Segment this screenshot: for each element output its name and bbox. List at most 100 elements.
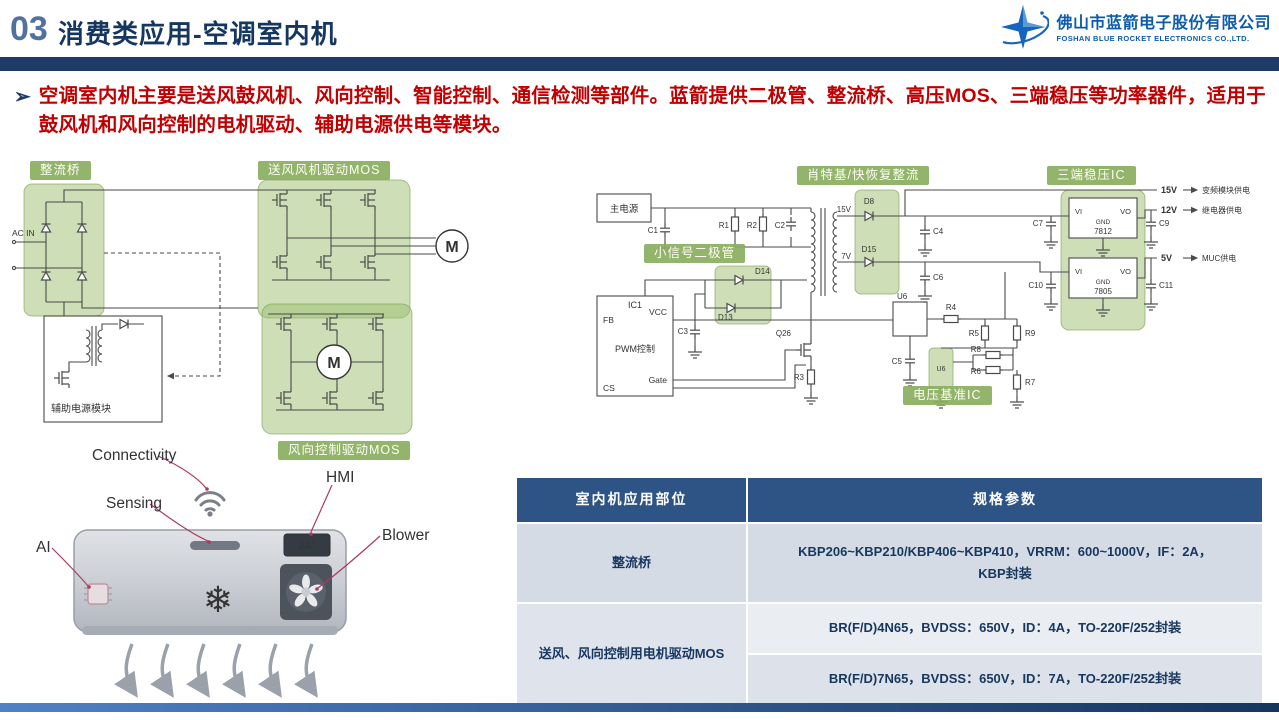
- d14-label: D14: [755, 267, 770, 276]
- spec-table: 室内机应用部位 规格参数 整流桥 KBP206~KBP210/KBP406~KB…: [517, 478, 1262, 704]
- chip-vref: 电压基准IC: [903, 386, 992, 405]
- c6-label: C6: [933, 273, 944, 282]
- ac-unit-body: 24° ❄: [73, 529, 347, 635]
- motor1-label: M: [445, 239, 458, 256]
- r3-label: R3: [794, 373, 805, 382]
- rail-5v: 5V: [1161, 253, 1172, 263]
- chip-blower-mos: 送风风机驱动MOS: [258, 161, 391, 180]
- ai-label: AI: [36, 539, 51, 556]
- v7-in-label: 7V: [841, 252, 851, 261]
- reg1-vi: VI: [1075, 207, 1082, 216]
- rail-12v: 12V: [1161, 205, 1177, 215]
- aux-power-module: 辅助电源模块: [43, 315, 163, 423]
- r6-label: R6: [971, 367, 982, 376]
- d13-label: D13: [718, 313, 733, 322]
- left-circuit-wires: [11, 189, 436, 411]
- r7-label: R7: [1025, 378, 1036, 387]
- motor2-label: M: [327, 355, 340, 372]
- aux-module-label: 辅助电源模块: [51, 402, 111, 415]
- company-name-en: FOSHAN BLUE ROCKET ELECTRONICS CO.,LTD.: [1056, 34, 1250, 44]
- v15-in-label: 15V: [837, 205, 852, 214]
- table-header-spec: 规格参数: [748, 478, 1262, 522]
- r4-label: R4: [946, 303, 957, 312]
- u6-label: U6: [897, 292, 908, 301]
- right-circuit-diagram: 主电源 C1 R1 R2 C2 15V 7V D8 D15 D14 D13 Q2…: [596, 185, 1250, 409]
- table-row1-spec: KBP206~KBP210/KBP406~KBP410，VRRM：600~100…: [748, 524, 1262, 602]
- ic1-label: IC1: [628, 300, 642, 310]
- reg1-num: 7812: [1094, 227, 1112, 236]
- chip-regulator: 三端稳压IC: [1047, 166, 1136, 185]
- ai-chip-icon: [84, 583, 112, 605]
- table-row2-spec-a: BR(F/D)4N65，BVDSS：650V，ID：4A，TO-220F/252…: [748, 604, 1262, 653]
- c7-label: C7: [1033, 219, 1044, 228]
- q26-label: Q26: [776, 329, 792, 338]
- r1-label: R1: [719, 221, 730, 230]
- c2-label: C2: [775, 221, 786, 230]
- page-title: 消费类应用-空调室内机: [58, 19, 338, 49]
- c11-label: C11: [1159, 281, 1174, 290]
- snowflake-icon: ❄: [203, 579, 233, 620]
- ac-unit-illustration: 24° ❄: [36, 447, 429, 698]
- rail-15v-load: 变频模块供电: [1202, 185, 1250, 195]
- cs-pin: CS: [603, 383, 615, 393]
- c1-label: C1: [648, 226, 659, 235]
- chip-small-signal: 小信号二极管: [644, 244, 746, 263]
- intro-text: 空调室内机主要是送风鼓风机、风向控制、智能控制、通信检测等部件。蓝箭提供二极管、…: [38, 85, 1266, 137]
- table-header-part: 室内机应用部位: [517, 478, 746, 522]
- reg1-gnd: GND: [1096, 219, 1111, 226]
- r9-label: R9: [1025, 329, 1036, 338]
- reg2-vo: VO: [1120, 267, 1131, 276]
- reg1-vo: VO: [1120, 207, 1131, 216]
- left-circuit-diagram: 辅助电源模块 M M AC IN: [11, 179, 469, 435]
- rocket-star-icon: [1001, 5, 1050, 49]
- callout-labels: Connectivity Sensing AI HMI Blower: [36, 447, 429, 556]
- table-row2-spec-b: BR(F/D)7N65，BVDSS：650V，ID：7A，TO-220F/252…: [748, 655, 1262, 704]
- fan-blade-icon: [286, 572, 326, 612]
- r5-label: R5: [969, 329, 980, 338]
- c9-label: C9: [1159, 219, 1170, 228]
- chip-schottky: 肖特基/快恢复整流: [797, 166, 930, 185]
- title-underline-bar: [0, 57, 1279, 71]
- r8-label: R8: [971, 345, 982, 354]
- fb-pin: FB: [603, 315, 614, 325]
- sensing-label: Sensing: [106, 495, 162, 512]
- c3-label: C3: [678, 327, 689, 336]
- table-row2-part: 送风、风向控制用电机驱动MOS: [517, 604, 746, 704]
- chip-direction-mos: 风向控制驱动MOS: [278, 441, 411, 460]
- chip-rectifier: 整流桥: [30, 161, 91, 180]
- component-boxes: [596, 193, 1138, 397]
- r2-label: R2: [747, 221, 758, 230]
- c10-label: C10: [1028, 281, 1043, 290]
- vcc-pin: VCC: [649, 307, 667, 317]
- c5-label: C5: [892, 357, 903, 366]
- right-circuit-labels: 主电源 C1 R1 R2 C2 15V 7V D8 D15 D14 D13 Q2…: [603, 185, 1250, 393]
- callout-leaders: [51, 455, 381, 591]
- motor-icons: M M: [316, 229, 469, 380]
- pwm-pin: PWM控制: [615, 343, 655, 354]
- d8-label: D8: [864, 197, 875, 206]
- bottom-accent-bar: [0, 703, 1279, 712]
- rail-5v-load: MUC供电: [1202, 253, 1236, 263]
- company-name-cn: 佛山市蓝箭电子股份有限公司: [1056, 15, 1271, 33]
- gate-pin: Gate: [649, 375, 668, 385]
- main-power-label: 主电源: [610, 203, 639, 215]
- temp-display: 24°: [299, 540, 316, 552]
- rail-12v-load: 继电器供电: [1202, 205, 1242, 215]
- blower-label: Blower: [382, 527, 429, 544]
- company-logo: 佛山市蓝箭电子股份有限公司 FOSHAN BLUE ROCKET ELECTRO…: [997, 4, 1271, 54]
- reg2-gnd: GND: [1096, 279, 1111, 286]
- c4-label: C4: [933, 227, 944, 236]
- slide-number: 03: [10, 10, 48, 48]
- wifi-icon: [194, 491, 226, 517]
- connectivity-label: Connectivity: [92, 447, 177, 464]
- u6b-label: U6: [937, 366, 946, 373]
- airflow-arrows: [114, 643, 318, 698]
- hmi-label: HMI: [326, 469, 354, 486]
- intro-paragraph: ➢ 空调室内机主要是送风鼓风机、风向控制、智能控制、通信检测等部件。蓝箭提供二极…: [14, 82, 1266, 141]
- ac-in-label: AC IN: [12, 228, 35, 238]
- rail-15v: 15V: [1161, 185, 1177, 195]
- arrow-bullet-icon: ➢: [14, 86, 31, 108]
- d15-label: D15: [862, 245, 877, 254]
- reg2-vi: VI: [1075, 267, 1082, 276]
